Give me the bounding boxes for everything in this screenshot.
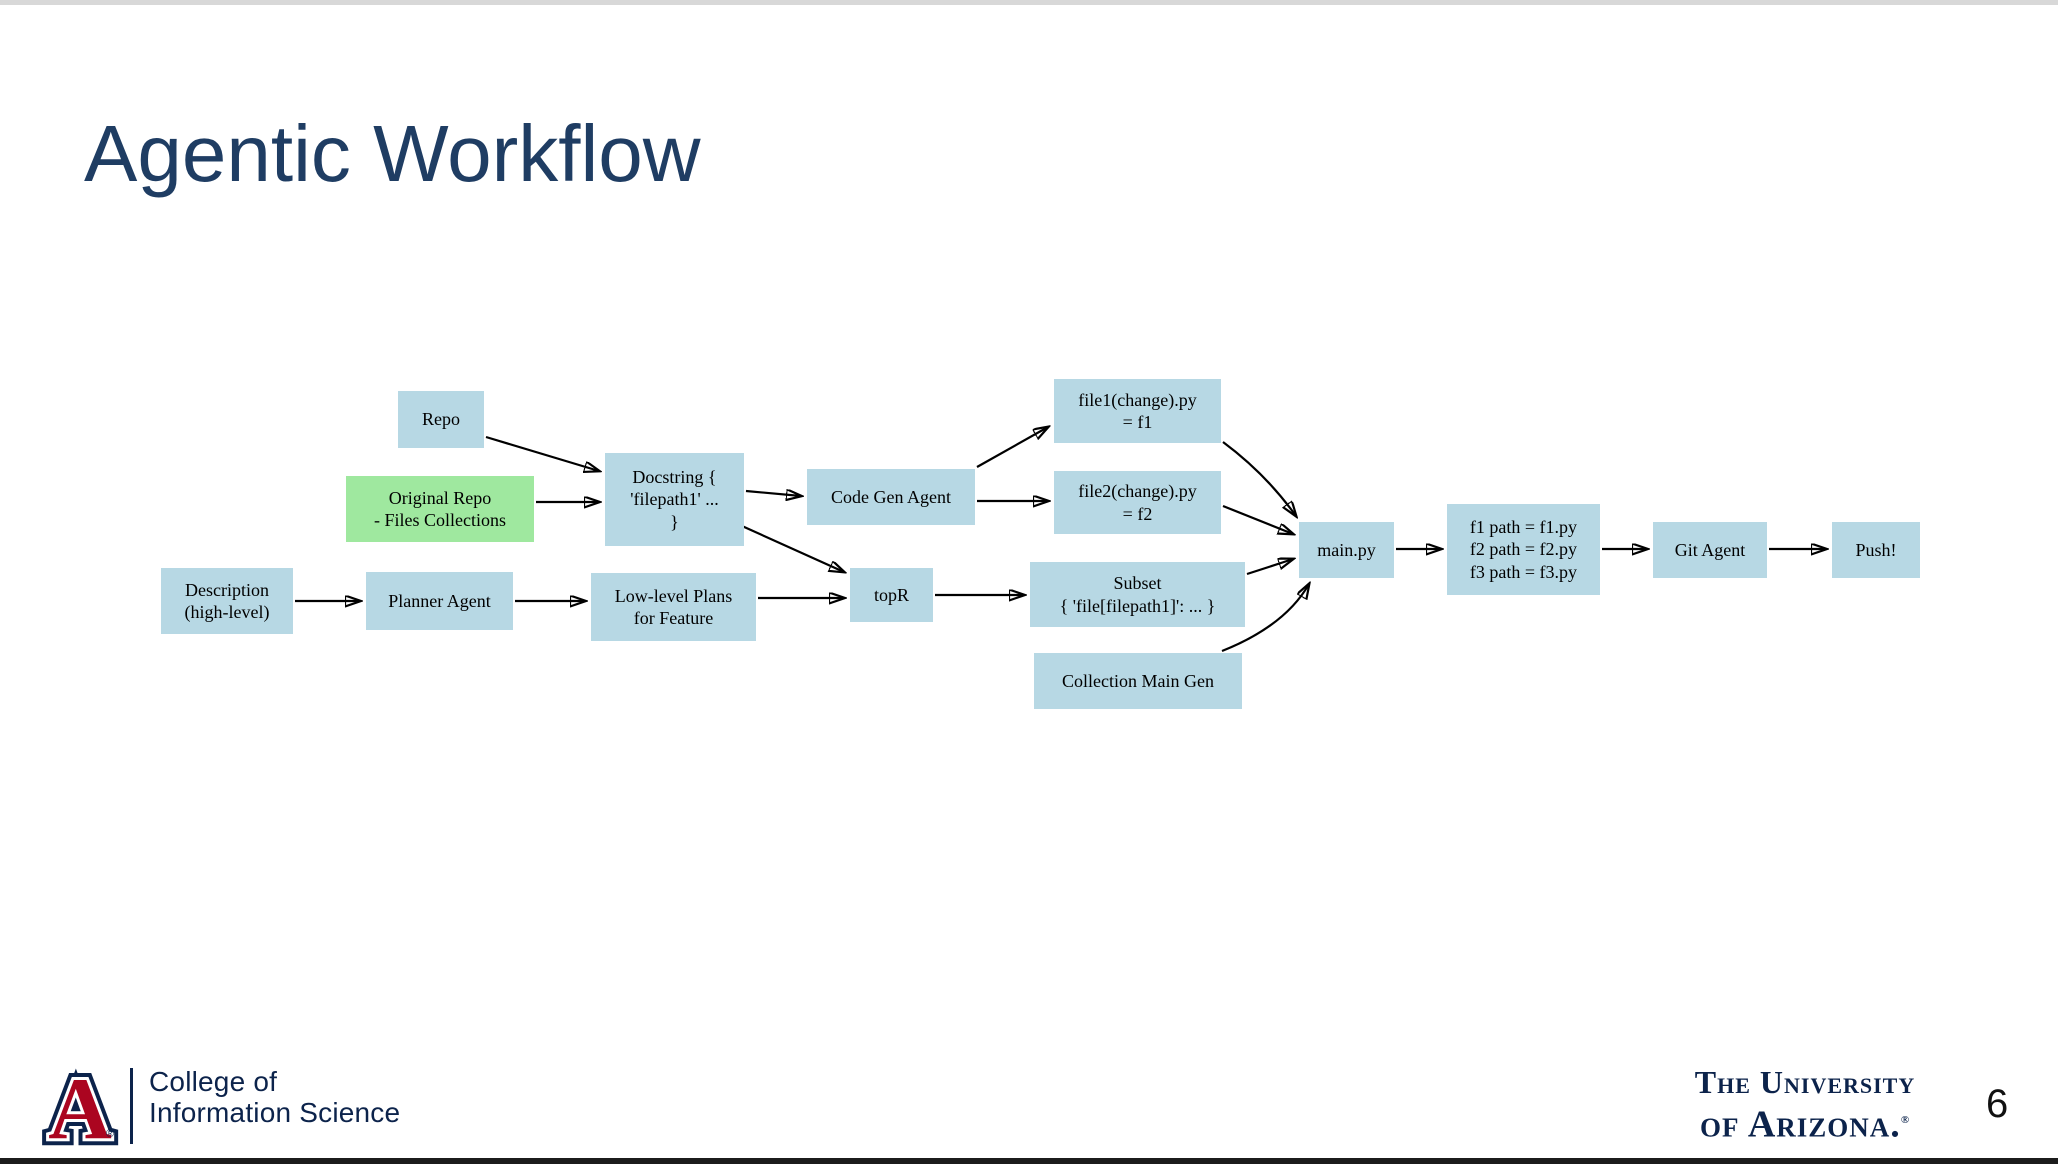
node-file1: file1(change).py = f1 <box>1054 379 1221 443</box>
node-file-paths: f1 path = f1.py f2 path = f2.py f3 path … <box>1447 504 1600 595</box>
node-label: Planner Agent <box>388 590 491 611</box>
node-label: f1 path = f1.py <box>1469 516 1578 537</box>
node-label: (high-level) <box>184 602 270 622</box>
wordmark-line1: The University <box>1694 1064 1916 1100</box>
node-planner-agent: Planner Agent <box>366 572 513 630</box>
node-label: f2 path = f2.py <box>1469 539 1578 560</box>
college-name: College of Information Science <box>149 1066 400 1128</box>
node-label: Repo <box>422 409 460 430</box>
node-label: 'filepath1' ... <box>630 489 719 510</box>
node-code-gen-agent: Code Gen Agent <box>807 469 975 525</box>
node-git-agent: Git Agent <box>1653 522 1767 578</box>
logo-registered-mark: ® <box>106 1128 115 1140</box>
node-main-py: main.py <box>1299 522 1394 578</box>
top-border-bar <box>0 0 2058 5</box>
node-topr: topR <box>850 568 933 622</box>
bottom-border-bar <box>0 1158 2058 1164</box>
arrow-file2-main <box>1222 504 1293 534</box>
node-label: topR <box>873 584 909 605</box>
node-label: Collection Main Gen <box>1062 670 1214 691</box>
node-push: Push! <box>1832 522 1920 578</box>
block-a-outline: A <box>48 1062 112 1148</box>
node-label: = f2 <box>1122 503 1153 524</box>
node-label: Code Gen Agent <box>831 486 951 507</box>
slide-title: Agentic Workflow <box>84 109 701 198</box>
arrow-docstring-codegen <box>745 491 801 496</box>
node-label: Subset <box>1113 573 1162 593</box>
node-repo: Repo <box>398 391 484 448</box>
node-label: = f1 <box>1122 412 1153 432</box>
arrow-subset-main <box>1246 559 1293 576</box>
node-label: } <box>670 511 679 532</box>
arrow-docstring-topr <box>741 524 844 572</box>
university-wordmark: The University of Arizona.® <box>1660 1064 1950 1145</box>
node-description: Description (high-level) <box>161 568 293 634</box>
node-label: main.py <box>1317 539 1376 560</box>
node-original-repo: Original Repo - Files Collections <box>346 476 534 542</box>
wordmark-registered-mark: ® <box>1900 1114 1911 1126</box>
node-file2: file2(change).py = f2 <box>1054 471 1221 534</box>
page-number: 6 <box>1986 1082 2009 1126</box>
node-docstring: Docstring { 'filepath1' ... } <box>605 453 744 546</box>
node-label: Original Repo <box>388 487 492 508</box>
node-label: { 'file[filepath1]': ... } <box>1059 595 1216 616</box>
arrow-file1-main <box>1222 441 1296 516</box>
node-label: file2(change).py <box>1078 481 1197 501</box>
node-label: for Feature <box>633 608 714 628</box>
node-label: Push! <box>1855 539 1897 560</box>
node-label: Docstring { <box>632 466 717 487</box>
college-line2: Information Science <box>149 1097 401 1128</box>
node-label: Description <box>185 579 269 600</box>
university-block-a-logo: A A <box>40 1054 120 1164</box>
arrow-codegen-file1 <box>976 427 1048 468</box>
block-a-letter: A <box>48 1062 112 1148</box>
node-label: Low-level Plans <box>614 585 733 606</box>
node-label: - Files Collections <box>374 510 506 530</box>
node-low-level-plans: Low-level Plans for Feature <box>591 573 756 641</box>
node-label: Git Agent <box>1674 539 1746 560</box>
college-line1: College of <box>149 1066 278 1097</box>
arrow-repo-docstring <box>485 435 599 471</box>
wordmark-line2: of Arizona.® <box>1699 1103 1911 1146</box>
footer-divider <box>130 1068 133 1144</box>
node-collection-main-gen: Collection Main Gen <box>1034 653 1242 709</box>
node-label: file1(change).py <box>1078 389 1197 410</box>
node-label: f3 path = f3.py <box>1469 561 1578 582</box>
node-subset: Subset { 'file[filepath1]': ... } <box>1030 562 1245 627</box>
